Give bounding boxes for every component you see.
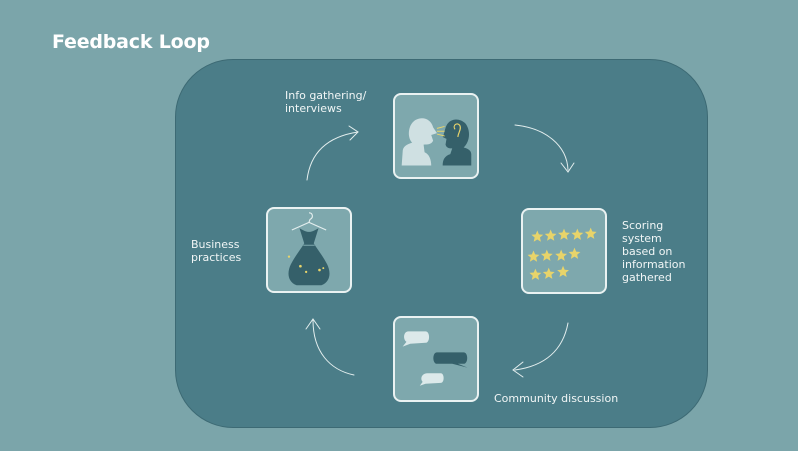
hanger-dress-icon [287, 212, 330, 286]
speech-bubbles-icon [402, 331, 468, 386]
star-icon [527, 250, 540, 262]
star-icon [557, 265, 569, 278]
star-icon [529, 268, 542, 280]
info-gathering-node[interactable] [393, 93, 479, 179]
business-practices-node[interactable] [266, 207, 352, 293]
page-title: Feedback Loop [52, 31, 210, 53]
scoring-label: Scoring system based on information gath… [622, 219, 686, 284]
star-rating-icon [527, 227, 597, 280]
star-icon [531, 230, 544, 242]
business-practices-label: Business practices [191, 238, 242, 264]
scoring-node[interactable] [521, 208, 607, 294]
two-heads-talking-icon [401, 118, 472, 166]
community-discussion-label: Community discussion [494, 392, 619, 405]
star-icon [558, 228, 570, 240]
info-gathering-label: Info gathering/ interviews [285, 89, 367, 115]
community-discussion-node[interactable] [393, 316, 479, 402]
star-icon [544, 229, 557, 241]
star-icon [568, 247, 581, 259]
star-icon [555, 249, 568, 261]
star-icon [571, 228, 584, 240]
star-icon [584, 227, 597, 239]
star-icon [540, 249, 553, 261]
star-icon [542, 267, 555, 279]
